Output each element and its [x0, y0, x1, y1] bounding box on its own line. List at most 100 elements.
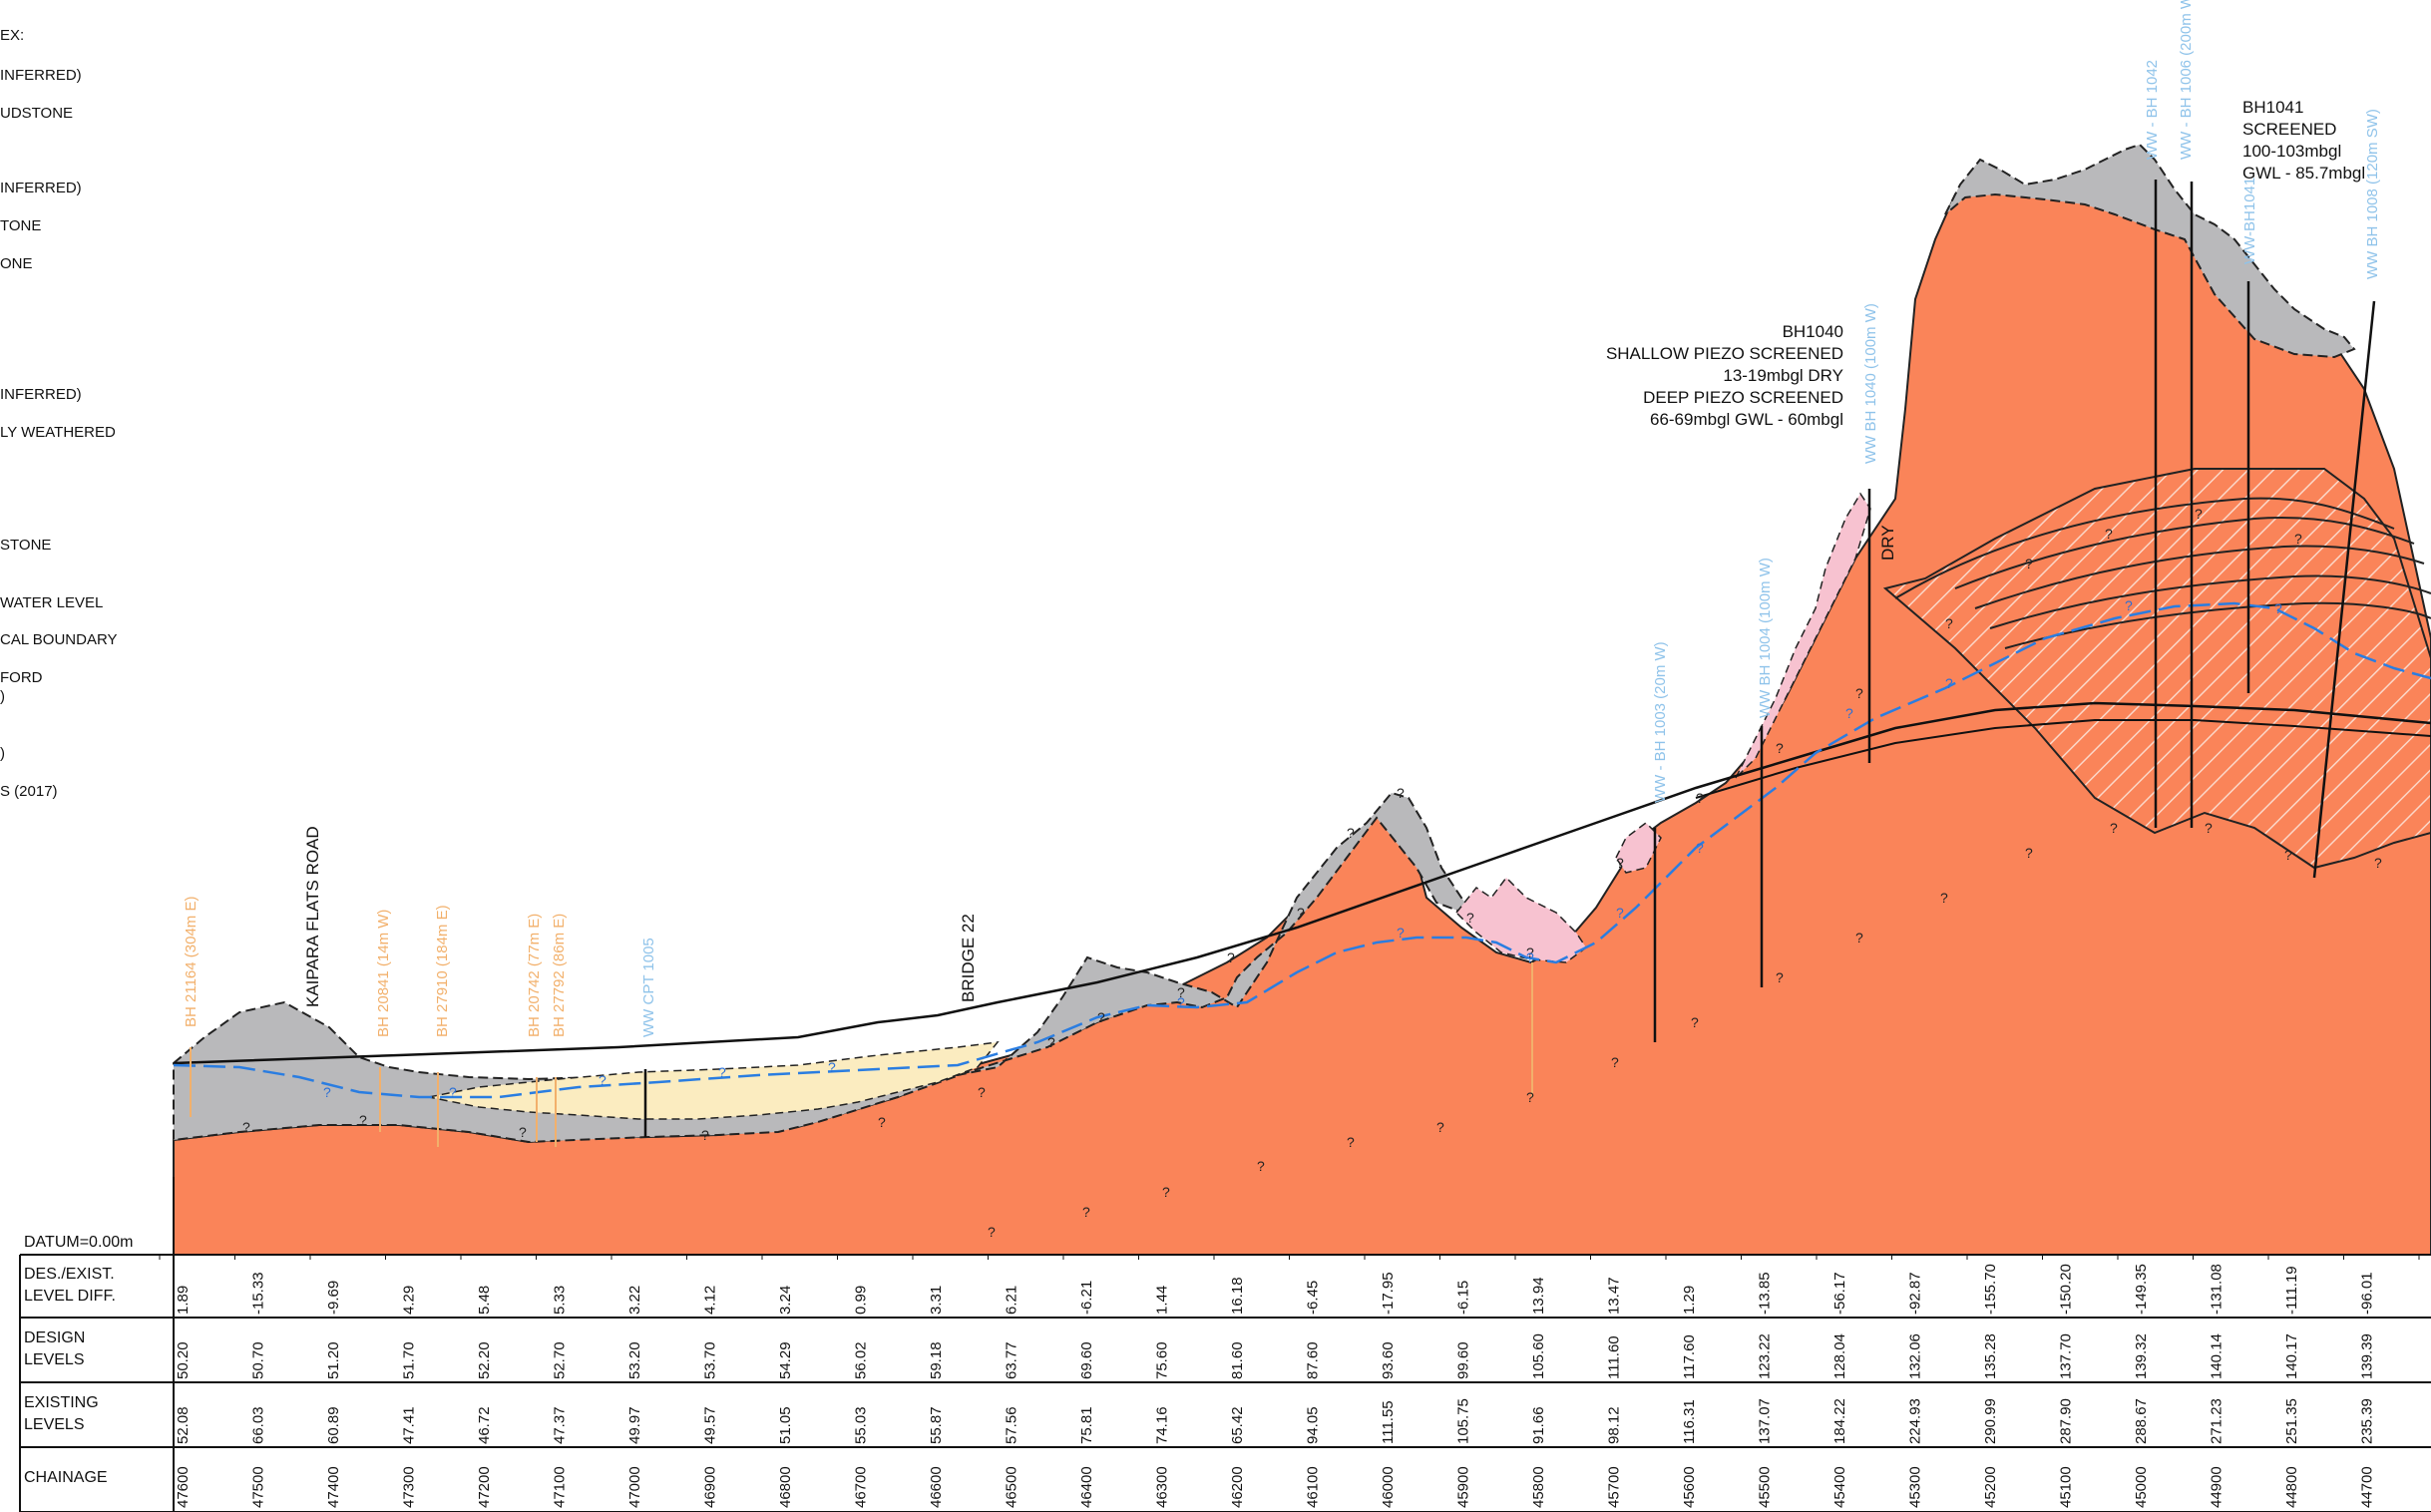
uncertainty-marker: ?	[1616, 905, 1624, 921]
table-cell: 6.21	[1004, 1286, 1020, 1315]
alluvium-layer	[428, 1041, 1000, 1120]
table-row-label: DESIGN	[24, 1329, 85, 1346]
datum-label: DATUM=0.00m	[24, 1234, 134, 1251]
table-row-label: CHAINAGE	[24, 1469, 108, 1486]
annotations: KAIPARA FLATS ROAD BRIDGE 22 DRY DATUM=0…	[24, 98, 2365, 1251]
legend-item: WATER LEVEL	[0, 594, 103, 611]
borehole-label: BH 21164 (304m E)	[183, 897, 200, 1027]
note-line: 13-19mbgl DRY	[1723, 366, 1843, 385]
uncertainty-markers: ????????????????????????????????????????…	[242, 506, 2382, 1240]
uncertainty-marker: ?	[701, 1127, 709, 1143]
borehole-labels: BH 21164 (304m E)BH 20841 (14m W)BH 2791…	[183, 0, 2381, 1037]
table-cell: 52.08	[175, 1406, 192, 1444]
legend-item: )	[0, 745, 5, 762]
uncertainty-marker: ?	[1611, 1054, 1619, 1070]
table-cell: 1.29	[1681, 1286, 1698, 1315]
table-cell: 45800	[1530, 1466, 1547, 1508]
uncertainty-marker: ?	[2374, 855, 2382, 871]
table-cell: 47200	[476, 1466, 493, 1508]
table-cell: 93.60	[1380, 1341, 1397, 1379]
table-cell: 13.47	[1606, 1277, 1623, 1315]
uncertainty-marker: ?	[2294, 531, 2302, 547]
table-cell: 287.90	[2058, 1398, 2075, 1444]
uncertainty-marker: ?	[1347, 1134, 1355, 1150]
uncertainty-marker: ?	[2025, 845, 2033, 861]
table-cell: -6.45	[1305, 1281, 1322, 1315]
design-line-2	[1695, 719, 2431, 799]
table-cell: -13.85	[1757, 1272, 1774, 1315]
table-cell: 45300	[1907, 1466, 1924, 1508]
table-cell: -111.19	[2283, 1266, 2300, 1315]
data-table: DES./EXIST.LEVEL DIFF.DESIGNLEVELSEXISTI…	[19, 1177, 2431, 1512]
table-cell: 46000	[1380, 1466, 1397, 1508]
table-cell: 140.17	[2283, 1333, 2300, 1379]
table-cell: 117.60	[1681, 1334, 1698, 1379]
uncertainty-marker: ?	[1845, 705, 1853, 721]
table-cell: 99.60	[1455, 1341, 1472, 1379]
table-cell: 47100	[552, 1466, 569, 1508]
table-cell: 123.22	[1757, 1333, 1774, 1379]
table-cell: 5.48	[476, 1286, 493, 1315]
legend-item: FORD	[0, 669, 43, 686]
legend-item: CAL BOUNDARY	[0, 631, 118, 648]
note-line: GWL - 85.7mbgl	[2242, 164, 2365, 183]
uncertainty-marker: ?	[1082, 1204, 1090, 1220]
table-cell: 45900	[1455, 1466, 1472, 1508]
legend-item: EX:	[0, 27, 24, 44]
table-cell: 44900	[2209, 1466, 2226, 1508]
table-cell: 50.70	[250, 1341, 267, 1379]
table-cell: 51.20	[325, 1341, 342, 1379]
borehole-label: BH 27792 (86m E)	[551, 914, 568, 1037]
table-cell: 184.22	[1831, 1398, 1848, 1444]
table-cell: 135.28	[1982, 1333, 1999, 1379]
uncertainty-marker: ?	[2125, 597, 2133, 613]
uncertainty-marker: ?	[359, 1112, 367, 1128]
uncertainty-marker: ?	[978, 1084, 986, 1100]
table-cell: 224.93	[1907, 1398, 1924, 1444]
table-cell: 44800	[2283, 1466, 2300, 1508]
pink-layer	[1454, 876, 1588, 963]
table-cell: 47.37	[552, 1406, 569, 1444]
uncertainty-marker: ?	[1397, 785, 1405, 801]
borehole-label: WW - BH 1006 (200m W)	[2178, 0, 2195, 160]
table-cell: 46400	[1078, 1466, 1095, 1508]
dry-label: DRY	[1878, 525, 1897, 561]
table-cell: 51.70	[401, 1341, 418, 1379]
table-cell: 139.32	[2133, 1333, 2150, 1379]
kaipara-flats-road: KAIPARA FLATS ROAD	[303, 826, 322, 1007]
table-cell: 271.23	[2209, 1398, 2226, 1444]
table-cell: 0.99	[853, 1286, 870, 1315]
borehole-label: WW BH 1008 (120m SW)	[2364, 109, 2381, 279]
uncertainty-marker: ?	[1162, 1184, 1170, 1200]
legend-item: LY WEATHERED	[0, 424, 116, 441]
table-cell: 49.57	[702, 1406, 719, 1444]
legend-item: TONE	[0, 217, 41, 234]
table-cell: 290.99	[1982, 1398, 1999, 1444]
table-cell: 45000	[2133, 1466, 2150, 1508]
borehole-label: WW-BH1041	[2241, 178, 2258, 264]
legend-item: )	[0, 688, 5, 705]
borehole-label: WW - BH 1042	[2144, 60, 2161, 160]
table-cell: 50.20	[175, 1341, 192, 1379]
table-cell: 65.42	[1229, 1406, 1246, 1444]
note-line: BH1041	[2242, 98, 2303, 117]
design-line	[173, 701, 2431, 1065]
uncertainty-marker: ?	[1177, 984, 1185, 1000]
note-line: DEEP PIEZO SCREENED	[1643, 388, 1843, 407]
table-cell: -17.95	[1380, 1272, 1397, 1315]
table-cell: 47000	[626, 1466, 643, 1508]
table-row-label: EXISTING	[24, 1394, 99, 1411]
note-line: 66-69mbgl GWL - 60mbgl	[1650, 410, 1843, 429]
uncertainty-marker: ?	[2025, 556, 2033, 571]
table-cell: -9.69	[325, 1281, 342, 1315]
note-line: 100-103mbgl	[2242, 142, 2341, 161]
note-line: SCREENED	[2242, 120, 2336, 139]
table-cell: 75.81	[1078, 1406, 1095, 1444]
table-cell: 16.18	[1229, 1277, 1246, 1315]
table-cell: 45100	[2058, 1466, 2075, 1508]
uncertainty-marker: ?	[1945, 675, 1953, 691]
table-cell: -149.35	[2133, 1264, 2150, 1315]
table-cell: 116.31	[1681, 1399, 1698, 1444]
